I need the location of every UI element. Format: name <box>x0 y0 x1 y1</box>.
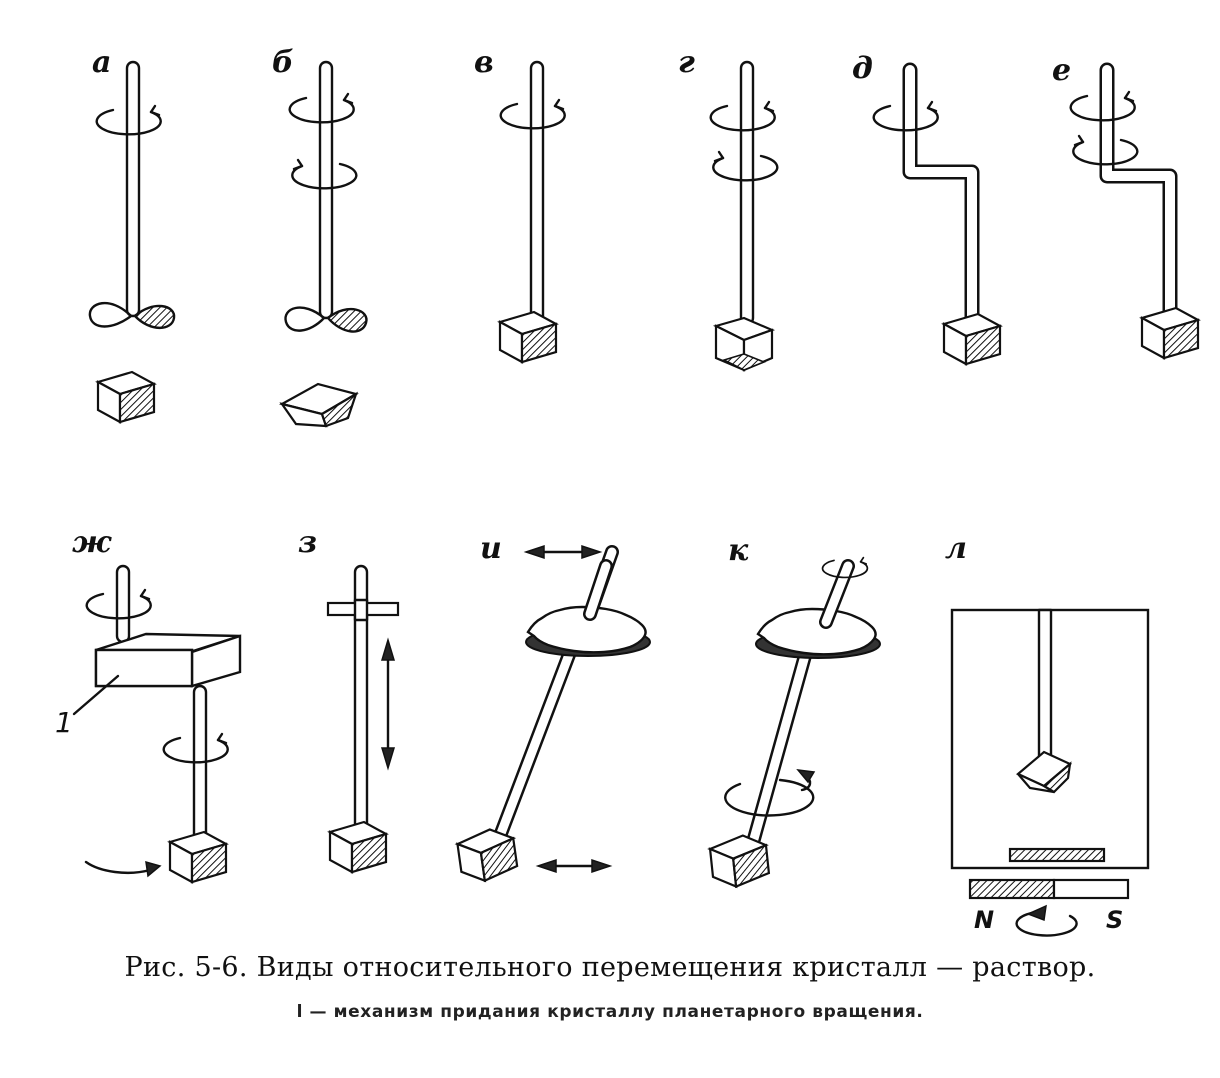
crystal-cube <box>498 310 558 364</box>
rotation-arrow-icon <box>724 769 816 817</box>
panel-label-e: е <box>1052 53 1071 88</box>
crystal-cube-suspended <box>1015 750 1073 794</box>
crystal-cube <box>1140 306 1200 360</box>
horizontal-motion-arrow-icon <box>535 858 613 874</box>
panel-e: е <box>1052 53 1200 360</box>
panel-zh: ж 1 <box>55 525 242 884</box>
crystal-cube <box>454 825 520 885</box>
panel-z: з <box>298 525 400 874</box>
crystal-cube <box>328 820 388 874</box>
crystal-cube <box>707 832 772 890</box>
panel-l: л N S <box>945 531 1150 937</box>
panel-k: к <box>707 533 881 890</box>
orbit-arrow-icon <box>84 860 162 878</box>
panel-i: и <box>454 531 651 885</box>
panel-label-l: л <box>945 531 967 566</box>
crystal-solution-motion-figure: а б в г <box>55 45 1200 937</box>
disk-carrier <box>755 607 881 659</box>
crystal-cube-tilted <box>712 316 776 372</box>
panel-label-d: д <box>852 51 873 86</box>
figure-caption: Рис. 5-6. Виды относительного перемещени… <box>124 952 1096 983</box>
panel-label-zh: ж <box>72 525 112 560</box>
shaft-lower <box>192 684 208 844</box>
panel-v: в <box>474 45 566 364</box>
callout-label: 1 <box>55 706 73 739</box>
magnet-pole-s: S <box>1106 906 1123 934</box>
shaft-upper <box>115 564 131 644</box>
stirrer-blades <box>284 306 368 333</box>
horizontal-motion-arrow-icon <box>523 544 603 560</box>
stirrer-blades <box>88 301 176 330</box>
panel-label-v: в <box>474 45 494 80</box>
planetary-mechanism-block <box>94 632 242 688</box>
shaft <box>125 60 141 318</box>
panel-label-b: б <box>272 45 294 80</box>
crystal-cube <box>942 312 1002 366</box>
rotation-arrow-icon <box>1015 904 1078 937</box>
disk-carrier <box>525 605 651 657</box>
shaft <box>529 60 545 328</box>
panel-label-z: з <box>298 525 317 560</box>
crystal-rhombohedron <box>279 382 359 428</box>
panel-g: г <box>678 45 779 372</box>
panel-a: а <box>88 45 176 424</box>
callout-leader <box>72 674 120 716</box>
panel-b: б <box>272 45 368 428</box>
crystal-cube <box>168 830 228 884</box>
shaft-joint <box>353 598 369 622</box>
panel-label-g: г <box>678 45 695 80</box>
bar-magnet <box>968 878 1130 900</box>
panel-label-i: и <box>480 531 502 566</box>
panel-label-k: к <box>728 533 749 568</box>
shaft <box>739 60 755 326</box>
panel-label-a: а <box>92 45 111 80</box>
stir-bar <box>1008 847 1106 863</box>
magnet-pole-n: N <box>974 906 994 934</box>
vertical-motion-arrow-icon <box>380 637 396 771</box>
shaft <box>318 60 334 320</box>
panel-d: д <box>852 51 1002 366</box>
suspension-rod <box>1037 608 1053 758</box>
crystal-cube <box>96 370 156 424</box>
figure-caption-note: l — механизм придания кристаллу планетар… <box>296 1002 924 1022</box>
